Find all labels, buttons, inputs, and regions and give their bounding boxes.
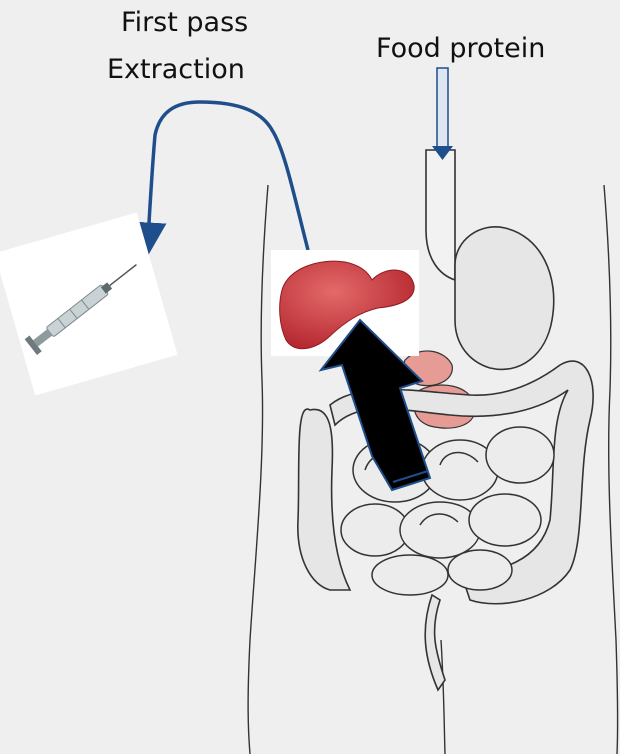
stomach (426, 150, 554, 369)
food-protein-arrow (432, 68, 453, 160)
first-pass-arrow (148, 102, 308, 250)
syringe-icon (0, 212, 178, 395)
